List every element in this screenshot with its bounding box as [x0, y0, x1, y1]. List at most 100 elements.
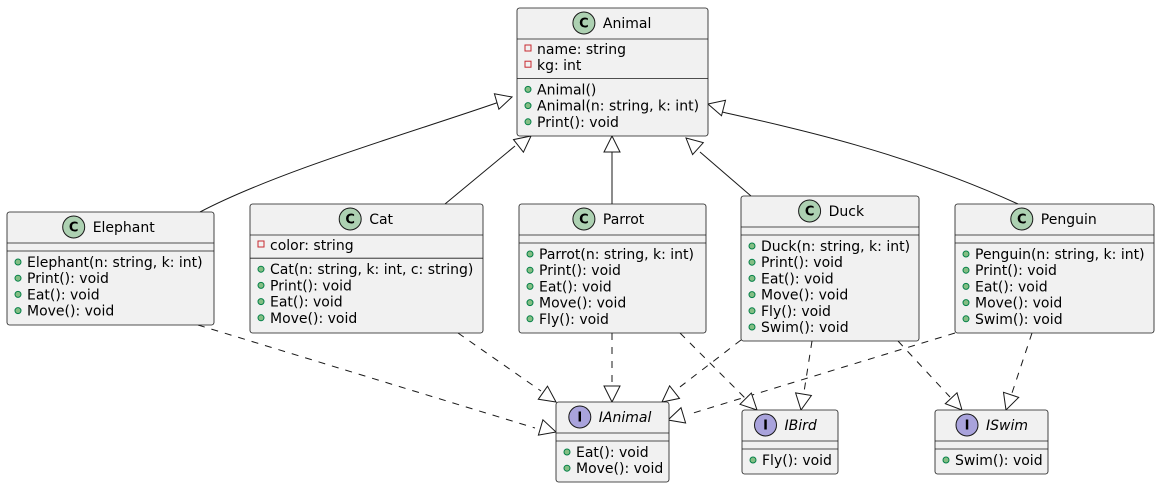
extends-edge-duck-to-animal — [685, 137, 752, 197]
method-text: Move(): void — [761, 288, 848, 304]
field-text: color: string — [270, 238, 354, 254]
method-text: Penguin(n: string, k: int) — [975, 247, 1145, 263]
badge-letter: I — [577, 411, 582, 426]
generalization-arrowhead — [603, 134, 621, 153]
implements-edge-parrot-to-ibird — [679, 332, 758, 411]
generalization-arrowhead — [685, 137, 705, 156]
extends-edge-parrot-to-animal — [603, 134, 621, 204]
badge-letter: C — [579, 213, 589, 228]
public-visibility-icon — [748, 291, 756, 299]
method-text: Print(): void — [537, 115, 619, 131]
method-text: Move(): void — [576, 461, 663, 477]
public-visibility-icon — [962, 315, 970, 323]
class-box-frame — [516, 7, 709, 137]
method-text: Move(): void — [270, 311, 357, 327]
method-text: Eat(): void — [270, 295, 343, 311]
class-name: Animal — [603, 16, 651, 32]
class-name: Parrot — [603, 212, 645, 228]
generalization-arrowhead — [537, 418, 558, 436]
method-text: Print(): void — [539, 263, 621, 279]
class-box-frame — [518, 203, 707, 334]
public-visibility-icon — [962, 282, 970, 290]
implements-edge-duck-to-iswim — [897, 340, 963, 411]
edge-line — [689, 332, 956, 415]
extends-edge-elephant-to-animal — [199, 93, 514, 213]
field-text: name: string — [537, 42, 626, 58]
edge-line — [897, 340, 951, 398]
public-visibility-icon — [526, 250, 534, 258]
public-visibility-icon — [749, 456, 757, 464]
generalization-arrowhead — [603, 385, 621, 404]
method-text: Swim(): void — [761, 320, 849, 336]
method-text: Swim(): void — [975, 312, 1063, 328]
method-text: Move(): void — [539, 296, 626, 312]
public-visibility-icon — [524, 85, 532, 93]
private-visibility-icon — [524, 44, 532, 52]
generalization-arrowhead — [493, 93, 514, 111]
generalization-arrowhead — [512, 135, 532, 154]
edge-line — [444, 145, 516, 205]
public-visibility-icon — [942, 456, 950, 464]
public-visibility-icon — [962, 250, 970, 258]
method-text: Eat(): void — [761, 271, 834, 287]
public-visibility-icon — [524, 118, 532, 126]
implements-edge-duck-to-ianimal — [661, 339, 742, 403]
method-text: Move(): void — [975, 296, 1062, 312]
implements-edge-penguin-to-ianimal — [666, 332, 956, 424]
public-visibility-icon — [748, 307, 756, 315]
method-text: Fly(): void — [762, 453, 832, 469]
badge-letter: C — [345, 213, 355, 228]
method-text: Elephant(n: string, k: int) — [27, 255, 203, 271]
generalization-arrowhead — [537, 385, 557, 403]
edge-line — [699, 151, 752, 197]
method-text: Fly(): void — [539, 312, 609, 328]
badge-letter: I — [965, 419, 970, 434]
public-visibility-icon — [524, 102, 532, 110]
private-visibility-icon — [524, 60, 532, 68]
method-text: Parrot(n: string, k: int) — [539, 247, 694, 263]
class-badge-icon — [572, 11, 596, 35]
badge-letter: C — [1017, 213, 1027, 228]
edge-line — [1011, 332, 1033, 394]
method-text: Print(): void — [270, 278, 352, 294]
public-visibility-icon — [257, 281, 265, 289]
method-text: Eat(): void — [27, 287, 100, 303]
class-badge-icon — [62, 215, 86, 239]
method-text: Print(): void — [975, 263, 1057, 279]
class-badge-icon — [1010, 207, 1034, 231]
class-name: Duck — [829, 204, 865, 220]
class-box-frame — [740, 195, 920, 342]
edge-line — [197, 324, 536, 429]
generalization-arrowhead — [794, 392, 813, 412]
field-text: kg: int — [537, 58, 582, 74]
generalization-arrowhead — [666, 406, 687, 424]
implements-edge-duck-to-ibird — [794, 340, 813, 412]
edge-line — [679, 332, 746, 399]
implements-edge-parrot-to-ianimal — [603, 333, 621, 404]
class-name: IAnimal — [599, 410, 652, 426]
implements-edge-penguin-to-iswim — [1002, 332, 1033, 412]
private-visibility-icon — [257, 240, 265, 248]
class-name: Cat — [369, 212, 393, 228]
implements-edge-elephant-to-ianimal — [197, 324, 558, 436]
public-visibility-icon — [748, 323, 756, 331]
edge-line — [721, 111, 1019, 205]
public-visibility-icon — [14, 258, 22, 266]
class-box-frame — [954, 203, 1155, 334]
public-visibility-icon — [748, 274, 756, 282]
public-visibility-icon — [748, 258, 756, 266]
method-text: Move(): void — [27, 304, 114, 320]
method-text: Print(): void — [761, 255, 843, 271]
class-badge-icon — [572, 207, 596, 231]
method-text: Print(): void — [27, 271, 109, 287]
public-visibility-icon — [526, 315, 534, 323]
